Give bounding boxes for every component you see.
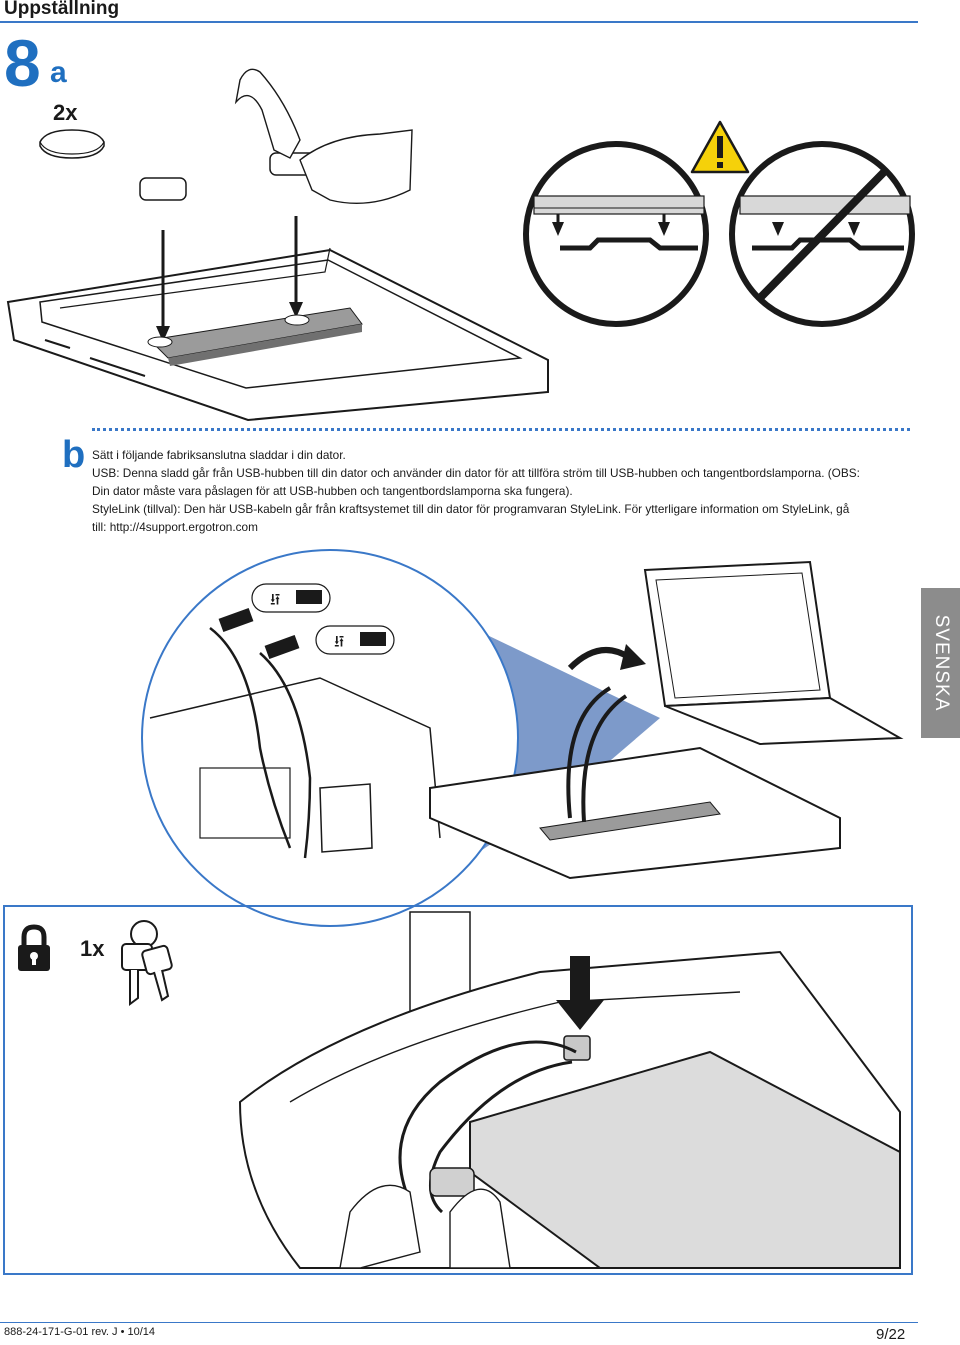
prohibited-icon	[729, 141, 915, 327]
cable-lock-illustration	[238, 911, 901, 1269]
pad-placement-comparison	[523, 120, 915, 327]
section-title: Uppställning	[4, 0, 120, 19]
usb-connection-illustration: ⭿ ⭿	[141, 549, 904, 927]
lock-section-frame	[3, 905, 913, 1275]
warning-triangle-icon	[690, 120, 750, 174]
instruction-usb: USB: Denna sladd går från USB-hubben til…	[92, 466, 860, 498]
step-letter: a	[50, 56, 67, 89]
svg-text:⭿: ⭿	[334, 632, 344, 651]
keys-icon	[121, 920, 173, 1006]
padlock-icon	[18, 924, 50, 971]
step-quantity: 2x	[53, 100, 78, 125]
language-label: SVENSKA	[930, 614, 952, 712]
page-number: 9/22	[876, 1326, 906, 1343]
language-tab: SVENSKA	[921, 588, 960, 738]
step-number: 8	[4, 26, 41, 100]
foot-pad-illustration	[39, 129, 105, 159]
svg-text:⭿: ⭿	[270, 590, 280, 609]
instruction-stylelink: StyleLink (tillval): Den här USB-kabeln …	[92, 502, 850, 534]
substep-letter: b	[62, 434, 86, 476]
lock-quantity: 1x	[80, 936, 105, 961]
tray-pads-illustration	[6, 68, 549, 422]
section-divider	[92, 428, 910, 431]
footer-rule	[0, 1322, 918, 1323]
usb-icon: ⭿	[315, 625, 395, 655]
instructions: Sätt i följande fabriksanslutna sladdar …	[92, 446, 862, 536]
title-rule	[0, 21, 918, 23]
document-code: 888-24-171-G-01 rev. J • 10/14	[4, 1326, 156, 1338]
instruction-line: Sätt i följande fabriksanslutna sladdar …	[92, 448, 346, 462]
usb-icon: ⭿	[251, 583, 331, 613]
